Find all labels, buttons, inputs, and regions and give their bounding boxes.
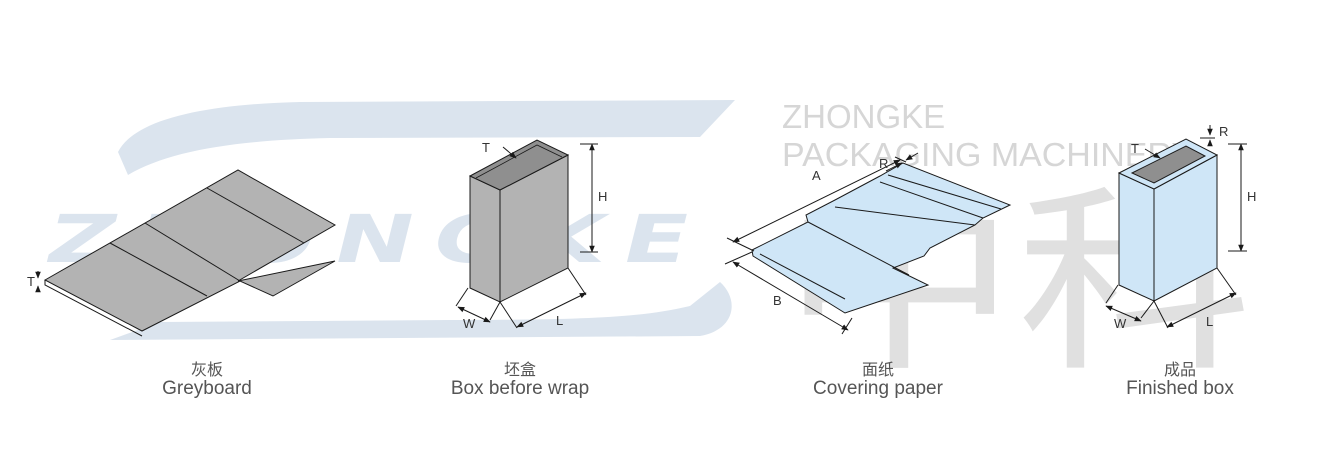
watermark-brand-line1: ZHONGKE — [782, 98, 945, 135]
raw-box-label-w: W — [463, 316, 476, 331]
caption-finished-box: 成品 Finished box — [1110, 360, 1250, 399]
finished-box-opening — [1130, 145, 1207, 184]
covering-label-a: A — [812, 168, 821, 183]
raw-box-label-t: T — [482, 140, 490, 155]
caption-covering-paper-cn: 面纸 — [861, 360, 894, 379]
caption-covering-paper: 面纸 Covering paper — [798, 360, 958, 399]
greyboard-crease-3 — [206, 187, 305, 244]
caption-greyboard-cn: 灰板 — [190, 360, 223, 379]
covering-paper-dimensions — [724, 152, 919, 335]
caption-finished-box-en: Finished box — [1126, 377, 1234, 399]
covering-label-b: B — [773, 293, 782, 308]
finished-box-dimensions — [1105, 125, 1247, 329]
finished-box-front-face — [1118, 172, 1155, 302]
caption-finished-box-cn: 成品 — [1163, 360, 1196, 379]
raw-box-inner-wall — [475, 144, 563, 179]
caption-greyboard-en: Greyboard — [162, 377, 252, 399]
greyboard-crease-2 — [144, 222, 241, 282]
caption-greyboard: 灰板 Greyboard — [147, 360, 267, 399]
finished-box-label-t: T — [1131, 141, 1139, 156]
finished-box-label-l: L — [1206, 314, 1213, 329]
caption-covering-paper-en: Covering paper — [813, 377, 943, 399]
greyboard-crease-1 — [109, 242, 208, 297]
covering-crease-5 — [887, 174, 1002, 210]
covering-label-r: R — [879, 156, 888, 171]
finished-box-figure — [1117, 138, 1219, 302]
greyboard-thickness-edge — [44, 280, 143, 337]
raw-box-label-l: L — [556, 313, 563, 328]
greyboard-figure — [43, 169, 337, 337]
watermark-logo-swoosh-top — [118, 100, 735, 175]
raw-box-label-h: H — [598, 189, 607, 204]
finished-box-label-r: R — [1219, 124, 1228, 139]
caption-box-before-wrap-en: Box before wrap — [450, 377, 590, 399]
caption-box-before-wrap: 坯盒 Box before wrap — [440, 360, 600, 399]
finished-box-label-h: H — [1247, 189, 1256, 204]
greyboard-label-t: T — [27, 274, 35, 289]
caption-box-before-wrap-cn: 坯盒 — [503, 360, 536, 379]
greyboard-thickness-dimension: T — [27, 271, 41, 293]
finished-box-label-w: W — [1114, 316, 1127, 331]
raw-box-dimensions — [455, 143, 598, 329]
raw-box-front-face — [469, 175, 501, 303]
